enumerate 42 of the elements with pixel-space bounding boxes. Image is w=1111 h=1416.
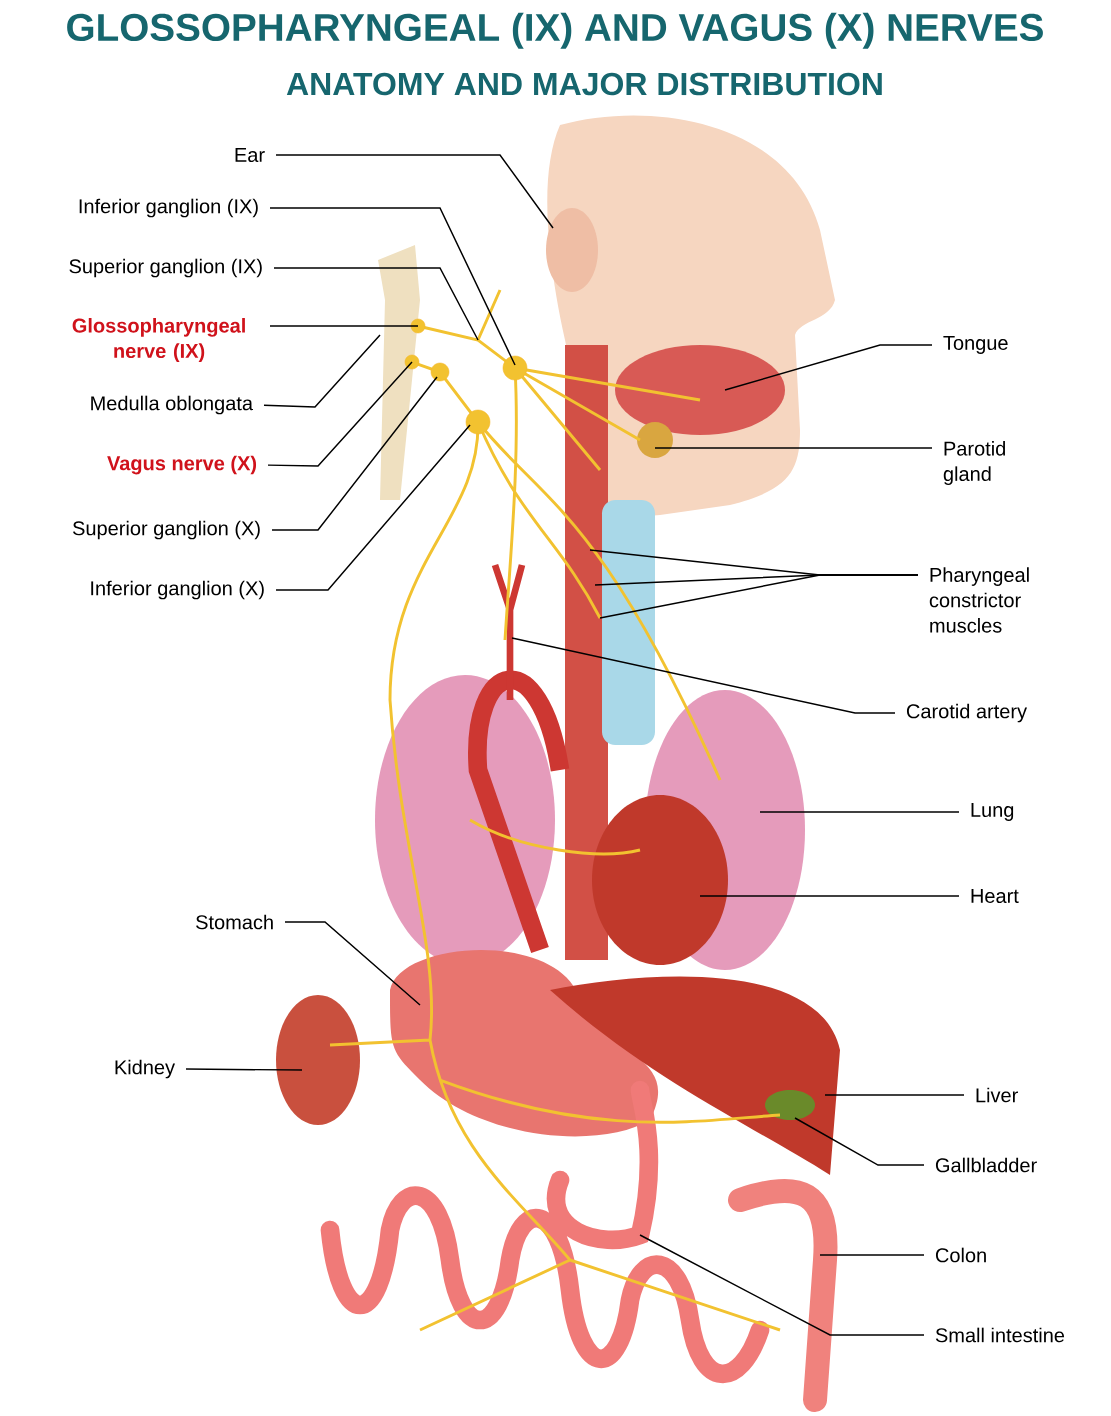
leader-line <box>511 637 896 714</box>
callout-label: Inferior ganglion (IX) <box>79 198 258 218</box>
callout-label: Lung <box>971 803 1014 821</box>
subtitle: ANATOMY AND MAJOR DISTRIBUTION <box>286 72 882 96</box>
leader-line <box>284 921 421 1006</box>
callout-label: Heart <box>971 889 1019 903</box>
leader-line <box>654 447 933 449</box>
leader-line <box>759 811 960 813</box>
callout-label: Kidney <box>115 1059 175 1079</box>
callout-label: Parotid gland <box>943 441 1005 485</box>
leader-line <box>185 1068 303 1071</box>
leader-line <box>794 1117 925 1166</box>
callout-label: Colon <box>935 1247 986 1263</box>
leader-line <box>273 267 479 341</box>
leader-line <box>639 1234 925 1336</box>
leader-line <box>724 344 933 391</box>
callout-label: Tongue <box>943 336 1008 354</box>
callout-label: Glossopharyngeal nerve (IX) <box>72 318 245 362</box>
callout-label: Small intestine <box>935 1327 1065 1343</box>
callout-label: Vagus nerve (X) <box>107 455 257 475</box>
callout-label: Inferior ganglion (X) <box>91 580 264 600</box>
leader-line <box>263 334 381 408</box>
callout-label: Stomach <box>196 914 273 930</box>
leader-line <box>699 895 960 897</box>
leader-line <box>269 207 516 366</box>
leader-line <box>599 574 919 619</box>
callout-label: Pharyngeal constrictor muscles <box>929 567 1029 633</box>
leader-line <box>824 1094 965 1096</box>
title: GLOSSOPHARYNGEAL (IX) AND VAGUS (X) NERVES <box>67 12 1043 49</box>
leader-line <box>271 376 438 531</box>
leader-line <box>275 424 471 591</box>
leader-line <box>269 325 419 327</box>
callout-label: Liver <box>976 1087 1018 1103</box>
callout-label: Superior ganglion (X) <box>72 520 260 540</box>
callout-label: Medulla oblongata <box>91 395 253 415</box>
callout-label: Ear <box>235 148 265 162</box>
callout-label: Carotid artery <box>906 703 1027 723</box>
leader-line <box>819 1254 925 1256</box>
callout-label: Gallbladder <box>935 1157 1037 1173</box>
leader-line <box>267 361 413 467</box>
callout-label: Superior ganglion (IX) <box>69 258 262 278</box>
leader-line <box>275 154 554 229</box>
